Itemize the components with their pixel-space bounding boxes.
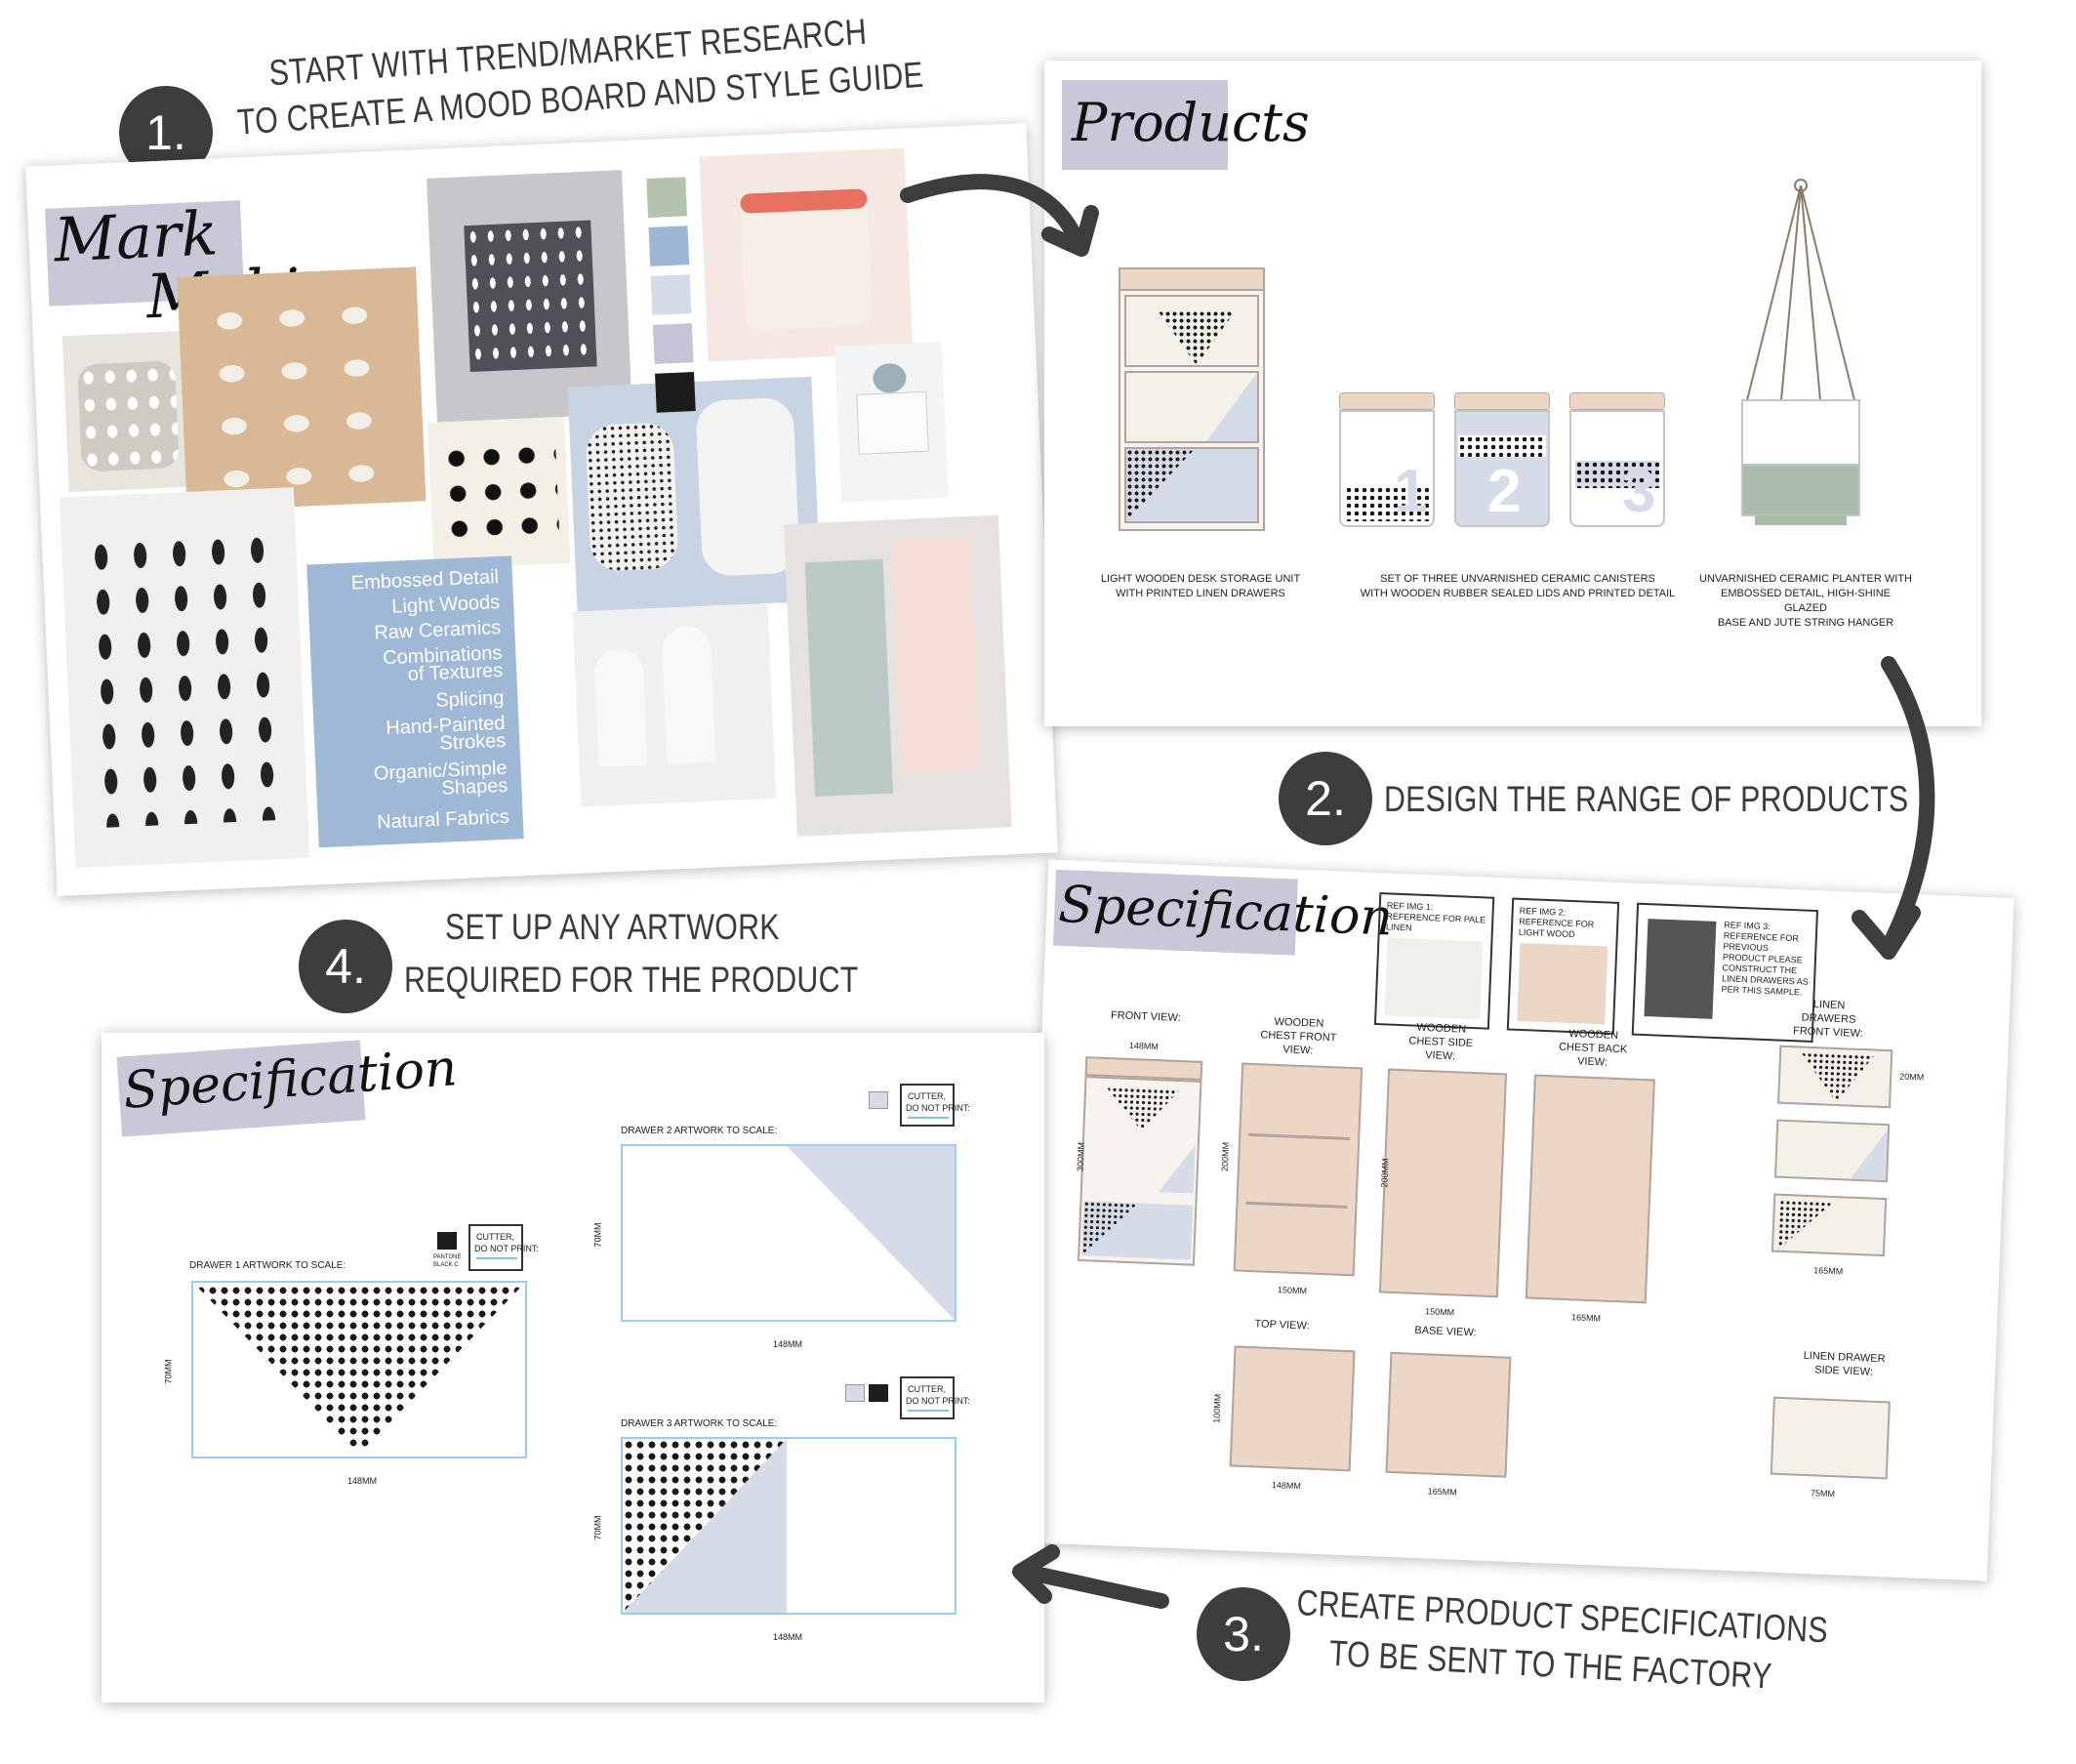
cutter-label-2a: CUTTER,	[908, 1091, 946, 1101]
step-4-number: 4.	[299, 920, 392, 1013]
pantone-black-swatch-1	[437, 1232, 457, 1250]
product-caption-2-line2: WITH WOODEN RUBBER SEALED LIDS AND PRINT…	[1360, 588, 1676, 599]
product-caption-3-line3: BASE AND JUTE STRING HANGER	[1717, 617, 1894, 629]
drawer-2-width: 148mm	[773, 1339, 803, 1349]
drawer-1-width: 148mm	[347, 1476, 378, 1486]
drawer-2-artwork	[621, 1144, 957, 1322]
cutter-label-3a: CUTTER,	[908, 1384, 946, 1394]
product-caption-2-line1: SET OF THREE UNVARNISHED CERAMIC CANISTE…	[1380, 573, 1655, 585]
step-3-number: 3.	[1197, 1587, 1290, 1681]
product-caption-3-line2: EMBOSSED DETAIL, HIGH-SHINE GLAZED	[1721, 588, 1891, 614]
cutter-key-1: CUTTER, DO NOT PRINT:	[468, 1224, 539, 1271]
products-card: Products LIGHT WOODEN DESK STORAGE UNIT …	[1044, 61, 1981, 726]
desk-storage-unit	[1119, 267, 1265, 531]
arrow-2-to-3	[1881, 656, 1935, 955]
arrow-1-to-2	[900, 174, 1086, 252]
hanging-planter	[1741, 179, 1860, 525]
canister-1: 1	[1339, 392, 1435, 527]
product-caption-3: UNVARNISHED CERAMIC PLANTER WITH EMBOSSE…	[1698, 572, 1913, 631]
products-title-tag	[1062, 80, 1228, 170]
canister-3-number: 3	[1622, 458, 1656, 525]
cutter-label-1a: CUTTER,	[476, 1232, 514, 1242]
pale-blue-swatch-2	[869, 1091, 888, 1109]
artwork-card: Specification PANTONE BLACK C CUTTER, DO…	[102, 1033, 1044, 1702]
cutter-key-2: CUTTER, DO NOT PRINT:	[900, 1084, 970, 1127]
drawer-1-artwork	[191, 1281, 527, 1458]
cutter-label-3b: DO NOT PRINT:	[906, 1396, 970, 1406]
step-2-line1: DESIGN THE RANGE OF PRODUCTS	[1384, 779, 1909, 819]
drawer-3-width: 148mm	[773, 1632, 803, 1642]
step-2-number: 2.	[1279, 752, 1372, 845]
canister-2-number: 2	[1487, 458, 1522, 525]
product-caption-1-line2: WITH PRINTED LINEN DRAWERS	[1116, 588, 1285, 599]
canister-3: 3	[1569, 392, 1665, 527]
product-caption-2: SET OF THREE UNVARNISHED CERAMIC CANISTE…	[1357, 572, 1679, 601]
pale-blue-swatch-3	[845, 1384, 865, 1402]
product-caption-3-line1: UNVARNISHED CERAMIC PLANTER WITH	[1699, 573, 1912, 585]
arrow-3-to-4	[1017, 1564, 1169, 1609]
product-caption-1: LIGHT WOODEN DESK STORAGE UNIT WITH PRIN…	[1093, 572, 1308, 601]
cutter-key-3: CUTTER, DO NOT PRINT:	[900, 1376, 970, 1419]
cutter-label-2b: DO NOT PRINT:	[906, 1103, 970, 1113]
pantone-black-swatch-3	[869, 1384, 888, 1402]
drawer-3-artwork	[621, 1437, 957, 1615]
canister-1-number: 1	[1394, 458, 1428, 525]
drawer-3-label: DRAWER 3 ARTWORK TO SCALE:	[621, 1418, 778, 1429]
step-4-line2: REQUIRED FOR THE PRODUCT	[404, 960, 859, 1000]
step-4-line1: SET UP ANY ARTWORK	[445, 907, 780, 947]
product-caption-1-line1: LIGHT WOODEN DESK STORAGE UNIT	[1100, 573, 1301, 585]
drawer-1-label: DRAWER 1 ARTWORK TO SCALE:	[189, 1260, 346, 1271]
drawer-2-label: DRAWER 2 ARTWORK TO SCALE:	[621, 1126, 778, 1136]
canister-2: 2	[1454, 392, 1550, 527]
cutter-label-1b: DO NOT PRINT:	[474, 1244, 539, 1253]
pantone-label-1: PANTONE BLACK C	[433, 1254, 462, 1268]
products-title: Products	[1072, 92, 1310, 153]
